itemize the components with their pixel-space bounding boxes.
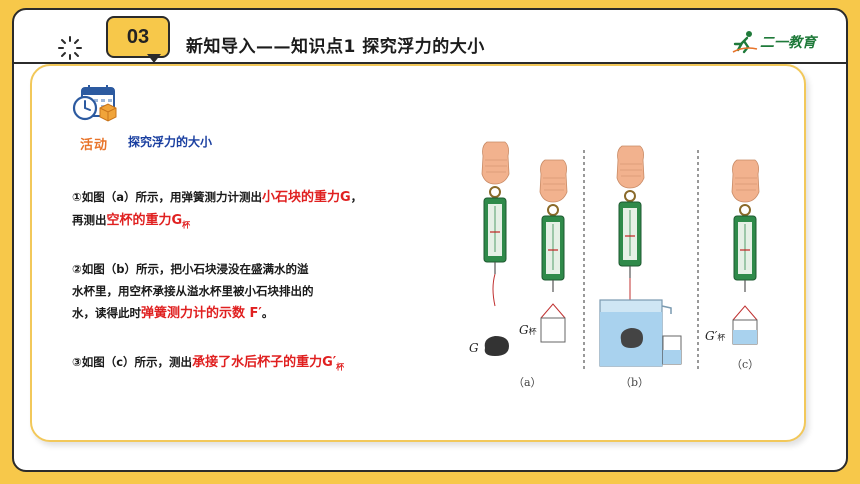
header-divider xyxy=(14,62,846,64)
step-3-highlight-text: 承接了水后杯子的重力G′ xyxy=(192,355,337,370)
step-2-highlight: 弹簧测力计的示数 F′ xyxy=(141,306,262,321)
step-3: ③如图（c）所示，测出承接了水后杯子的重力G′杯 xyxy=(72,351,344,379)
step-1-highlight-2-sub: 杯 xyxy=(182,220,191,230)
step-1: ①如图（a）所示，用弹簧测力计测出小石块的重力G， 再测出空杯的重力G杯 xyxy=(72,186,362,237)
caption-b: （b） xyxy=(620,376,649,389)
section-number: 03 xyxy=(126,26,150,48)
label-g: G xyxy=(469,341,479,355)
step-2-period: 。 xyxy=(261,306,274,320)
step-2-text: 水，读得此时 xyxy=(72,306,141,320)
step-1-text-2: 再测出 xyxy=(72,213,107,227)
step-1-highlight-2: 空杯的重力G杯 xyxy=(106,213,191,230)
sun-icon xyxy=(58,36,82,60)
figure-a: G G杯 （a） xyxy=(469,141,568,389)
figure-b: （b） xyxy=(599,145,682,389)
step-1-line-2: 再测出空杯的重力G杯 xyxy=(72,209,362,237)
caption-a: （a） xyxy=(513,376,542,389)
badge-pointer xyxy=(147,54,161,63)
runner-logo-icon xyxy=(732,31,758,54)
step-3-highlight: 承接了水后杯子的重力G′杯 xyxy=(192,355,345,372)
calendar-clock-icon xyxy=(72,85,117,122)
brand-logo: 二一教育 xyxy=(732,28,816,56)
logo-text: 二一教育 xyxy=(760,35,816,51)
step-3-text: ③如图（c）所示，测出 xyxy=(72,355,193,369)
label-g-cup: G杯 xyxy=(519,323,537,337)
step-2-line-3: 水，读得此时弹簧测力计的示数 F′。 xyxy=(72,302,314,325)
step-1-highlight-2-text: 空杯的重力G xyxy=(106,213,183,228)
caption-c: （c） xyxy=(731,358,759,371)
page-title: 新知导入——知识点1 探究浮力的大小 xyxy=(186,37,485,57)
step-1-line-1: ①如图（a）所示，用弹簧测力计测出小石块的重力G， xyxy=(72,186,362,209)
stone xyxy=(484,336,509,356)
figure-c: G′杯 （c） xyxy=(705,159,760,371)
step-2: ②如图（b）所示，把小石块浸没在盛满水的溢 水杯里，用空杯承接从溢水杯里被小石块… xyxy=(72,258,314,325)
submerged-stone xyxy=(620,328,643,348)
label-g-prime-cup: G′杯 xyxy=(705,329,725,343)
content-card xyxy=(30,64,806,442)
step-3-highlight-sub: 杯 xyxy=(336,362,345,372)
step-2-line-2: 水杯里，用空杯承接从溢水杯里被小石块排出的 xyxy=(72,284,314,298)
experiment-figure: G G杯 （a） （b） G′杯 （c） xyxy=(469,141,760,389)
empty-cup xyxy=(540,317,566,343)
step-1-highlight: 小石块的重力G xyxy=(262,190,351,205)
activity-label: 活动 xyxy=(80,138,109,153)
section-number-badge: 03 xyxy=(106,16,170,58)
step-1-text: ①如图（a）所示，用弹簧测力计测出 xyxy=(72,190,262,204)
activity-title: 探究浮力的大小 xyxy=(128,135,213,149)
step-1-comma: ， xyxy=(350,190,363,204)
step-2-line-1: ②如图（b）所示，把小石块浸没在盛满水的溢 xyxy=(72,262,309,276)
